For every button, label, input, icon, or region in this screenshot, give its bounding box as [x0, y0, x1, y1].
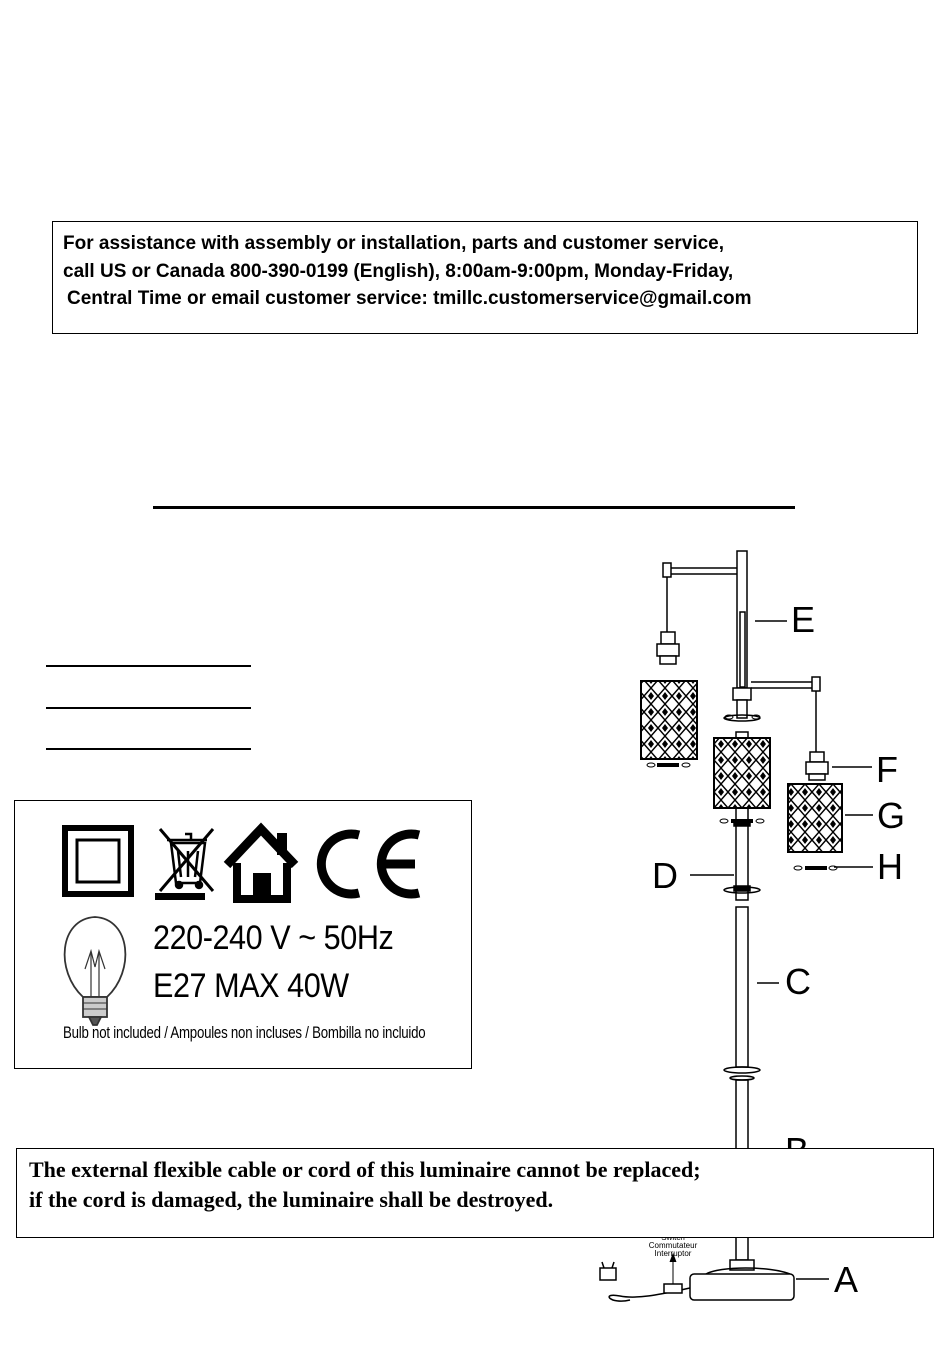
bulb-note: Bulb not included / Ampoules non incluse…	[63, 1023, 426, 1042]
ce-mark-icon	[316, 829, 421, 899]
cord-warning-box: The external flexible cable or cord of t…	[16, 1148, 934, 1238]
indoor-use-house-icon	[223, 822, 299, 903]
certification-icons	[62, 822, 421, 1026]
voltage-rating: 220-240 V ~ 50Hz	[153, 919, 394, 957]
label-g: G	[877, 795, 906, 836]
label-e: E	[791, 599, 816, 640]
shade-center	[713, 737, 771, 809]
switch-label-es: Interruptor	[654, 1249, 692, 1258]
warning-line-2: if the cord is damaged, the luminaire sh…	[29, 1187, 554, 1212]
blank-line-2	[46, 707, 251, 709]
bulb-rating: E27 MAX 40W	[153, 967, 349, 1005]
title-rule	[153, 506, 795, 509]
warning-line-1: The external flexible cable or cord of t…	[29, 1157, 701, 1182]
assistance-line-1: For assistance with assembly or installa…	[63, 233, 725, 254]
label-d: D	[652, 855, 678, 896]
shade-left	[640, 680, 698, 760]
weee-bin-icon	[155, 828, 215, 900]
blank-line-1	[46, 665, 251, 667]
label-a: A	[834, 1259, 859, 1300]
blank-line-3	[46, 748, 251, 750]
label-f: F	[876, 749, 898, 790]
label-h: H	[877, 846, 903, 887]
light-bulb-icon	[63, 916, 127, 1026]
assistance-line-3: Central Time or email customer service: …	[67, 288, 752, 309]
double-insulation-icon	[62, 825, 134, 897]
certification-box: 220-240 V ~ 50Hz E27 MAX 40W Bulb not in…	[14, 800, 472, 1069]
switch-label-fr: Commutateur	[648, 1241, 698, 1250]
assistance-box: For assistance with assembly or installa…	[52, 221, 918, 334]
shade-g	[787, 783, 843, 853]
assistance-line-2: call US or Canada 800-390-0199 (English)…	[63, 260, 734, 282]
label-c: C	[785, 961, 811, 1002]
